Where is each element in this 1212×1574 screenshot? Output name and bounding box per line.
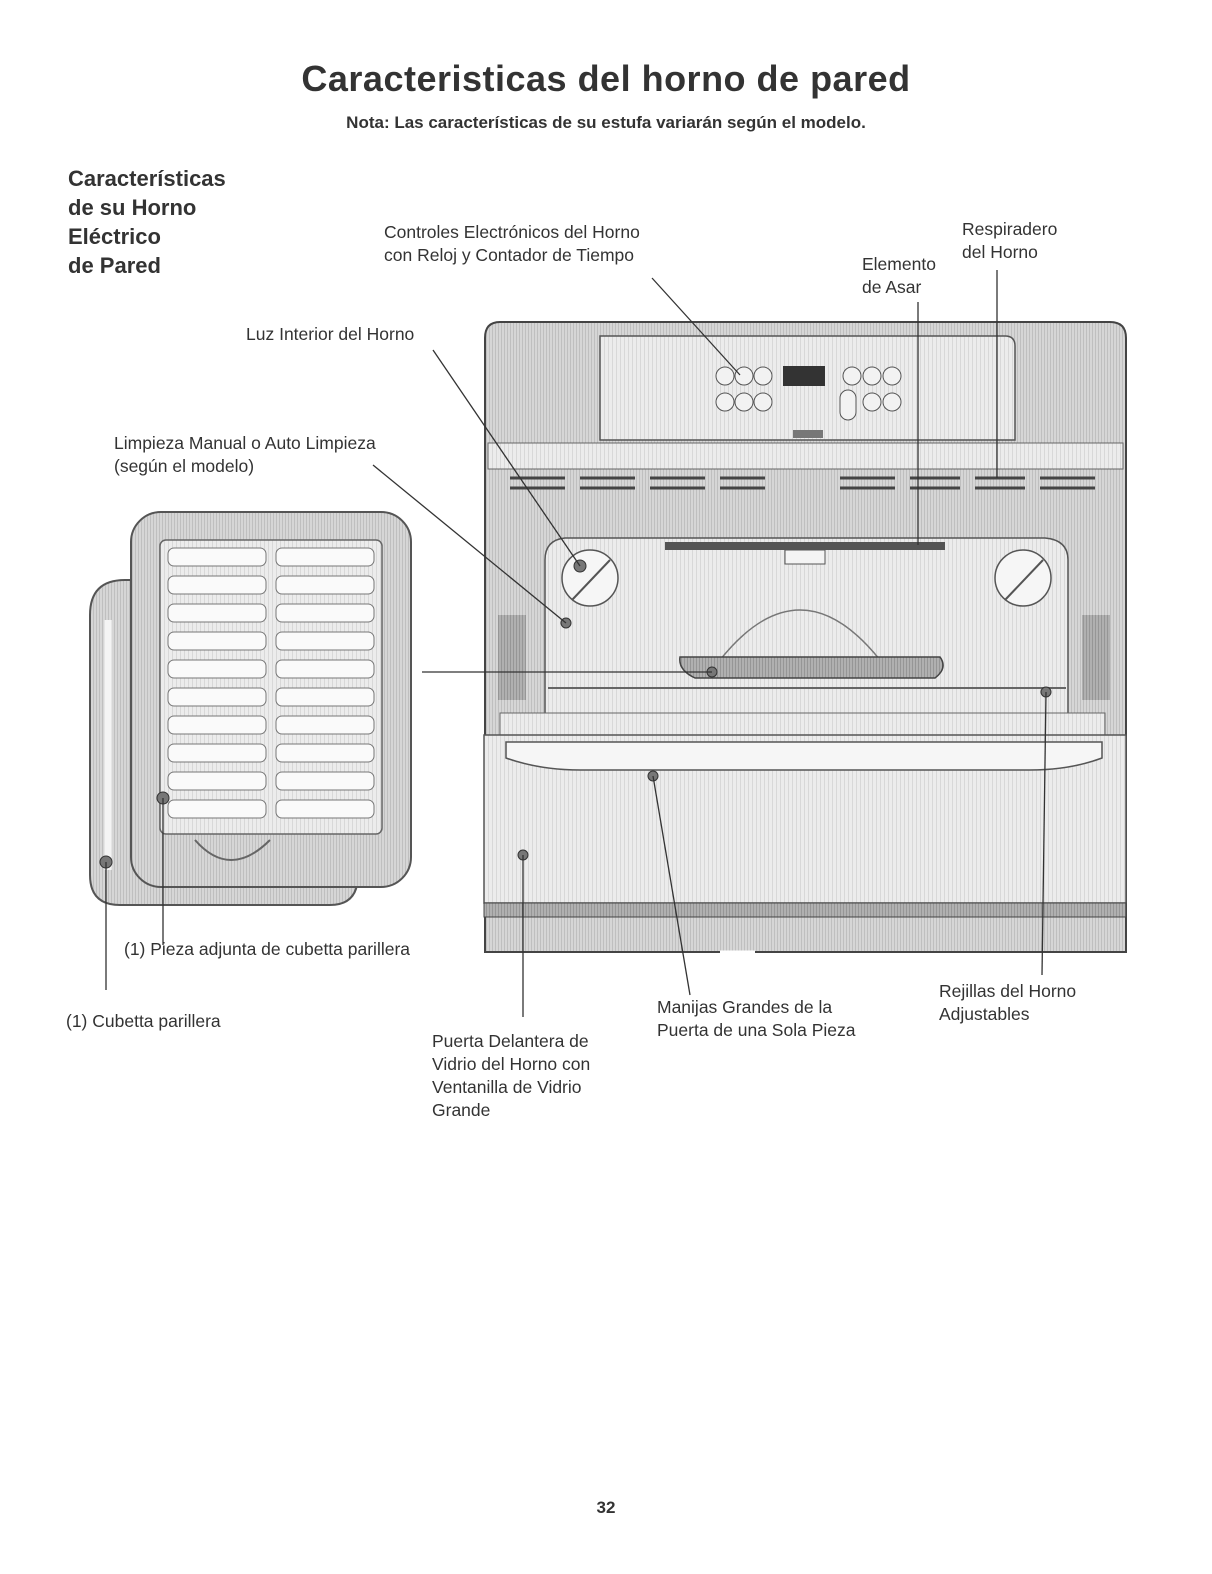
broil-element — [665, 542, 945, 550]
broiler-pan-insert — [130, 511, 412, 888]
label-broil-element: Elemento de Asar — [862, 254, 936, 297]
clock-display — [783, 366, 825, 386]
label-broiler-insert: (1) Pieza adjunta de cubetta parillera — [124, 939, 411, 959]
leader-racks — [1041, 691, 1047, 976]
label-oven-light: Luz Interior del Horno — [246, 324, 415, 344]
leader-controls — [651, 277, 741, 376]
label-handle: Manijas Grandes de la Puerta de una Sola… — [657, 997, 856, 1040]
label-cleaning: Limpieza Manual o Auto Limpieza (según e… — [114, 433, 376, 476]
page-note: Nota: Las características de su estufa v… — [346, 113, 866, 132]
label-vent: Respiradero del Horno — [962, 219, 1058, 262]
oven-light-left — [561, 549, 619, 607]
vent-slots — [510, 476, 1095, 490]
oven-light-right — [994, 549, 1052, 607]
label-controls: Controles Electrónicos del Horno con Rel… — [384, 222, 640, 265]
insert-slots — [167, 547, 375, 819]
label-racks: Rejillas del Horno Adjustables — [939, 981, 1077, 1024]
leader-light — [432, 349, 581, 567]
section-heading: Características de su Horno Eléctrico de… — [68, 166, 226, 278]
leader-cleaning — [372, 464, 567, 624]
page-number: 32 — [596, 1498, 616, 1517]
label-door: Puerta Delantera de Vidrio del Horno con… — [432, 1031, 591, 1120]
leader-lines — [105, 270, 1047, 1017]
oven-body — [483, 321, 1127, 954]
label-broiler-pan: (1) Cubetta parillera — [66, 1011, 221, 1031]
door-handle — [505, 741, 1103, 771]
leader-handle — [652, 775, 691, 996]
page-title: Caracteristicas del horno de pared — [301, 58, 911, 99]
control-buttons — [715, 366, 902, 421]
